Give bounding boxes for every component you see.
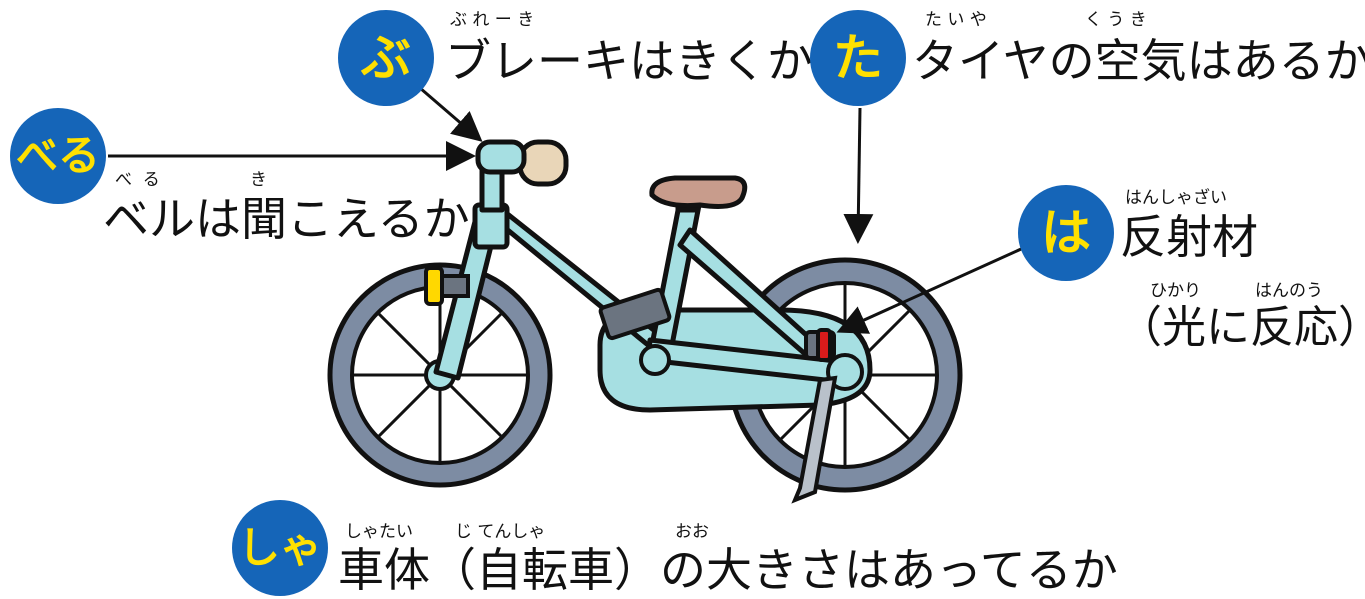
bell-badge: べる [10,108,106,204]
brake-label: ブレーキはきくか [445,34,813,88]
body-size-badge: しゃ [232,500,328,596]
reflector-sub-label: （光に反応） [1118,302,1365,353]
tire-badge: た [810,10,906,106]
tire-ruby-2: く う き [1085,10,1147,30]
arrow-tire [843,107,874,244]
reflector-badge: は [1018,185,1114,281]
body-size-ruby-1: しゃたい [345,522,413,542]
pedal [598,287,672,376]
reflector-ruby: はんしゃざい [1125,188,1227,208]
kickstand [791,375,838,504]
arrow-reflector [836,243,1031,334]
tire-label: タイヤの空気はあるか [912,34,1365,88]
handlebar [475,139,569,187]
body-size-label: 車体（自転車）の大きさはあってるか [338,543,1118,597]
reflector-sub-ruby-1: ひかり [1150,281,1201,301]
arrow-brake [419,86,483,142]
bell-ruby-1: べ る [115,170,160,190]
bell-label: ベルは聞こえるか [103,192,470,246]
brake-ruby: ぶ れ ー き [450,10,535,30]
reflector-sub-ruby-2: はんのう [1255,281,1323,301]
rear-reflector [804,328,836,362]
bell-ruby-2: き [250,170,267,190]
reflector-label: 反射材 [1120,210,1258,264]
body-size-ruby-3: おお [675,522,709,542]
body-size-ruby-2: じ てんしゃ [455,522,546,542]
brake-badge: ぶ [338,10,434,106]
front-reflector [424,266,470,306]
tire-ruby-1: た い や [925,10,987,30]
saddle [649,175,748,209]
